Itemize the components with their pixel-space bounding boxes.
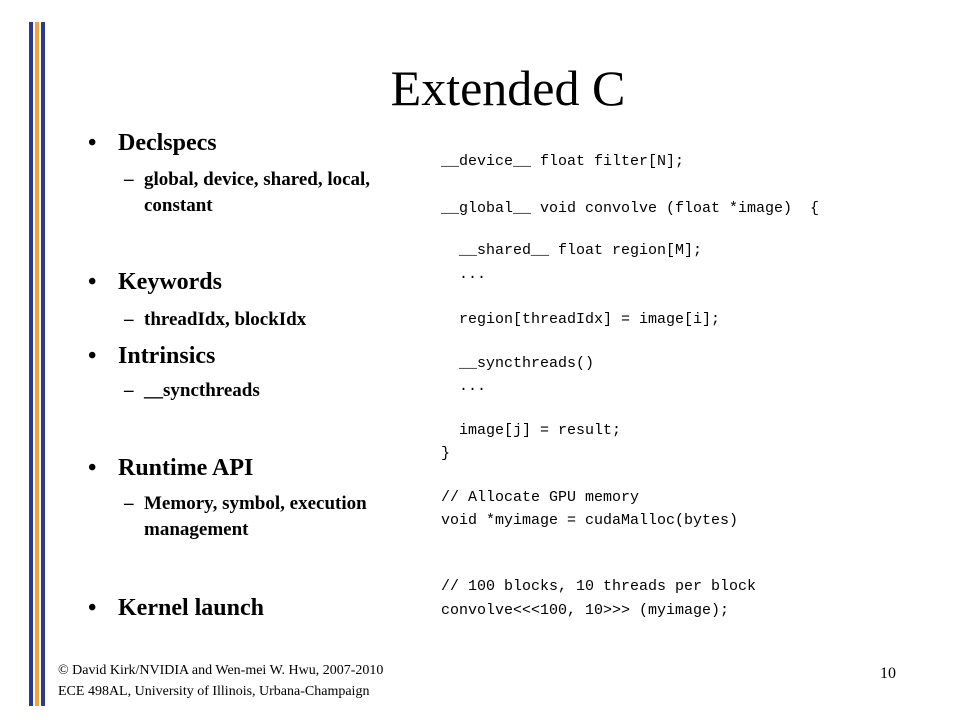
footer-line-1: © David Kirk/NVIDIA and Wen-mei W. Hwu, …	[58, 663, 384, 678]
code-line: ...	[441, 266, 487, 283]
footer-line-2: ECE 498AL, University of Illinois, Urban…	[58, 684, 370, 699]
slide-title: Extended C	[390, 60, 626, 116]
left-accent-bar-blue-2	[41, 22, 45, 706]
code-line: __syncthreads()	[441, 355, 595, 372]
code-line: }	[441, 445, 451, 462]
bullet-intrinsics: •Intrinsics	[88, 343, 216, 369]
code-line: __device__ float filter[N];	[441, 153, 685, 170]
code-line: region[threadIdx] = image[i];	[441, 311, 721, 328]
bullet-keywords: •Keywords	[88, 269, 222, 295]
left-accent-bar-orange	[35, 22, 39, 706]
sub-bullet-intrinsics: –__syncthreads	[124, 380, 260, 401]
bullet-runtime-api: •Runtime API	[88, 455, 254, 481]
sub-bullet-runtime-api: –Memory, symbol, execution management	[124, 493, 367, 540]
code-line: image[j] = result;	[441, 422, 622, 439]
footer-credits: © David Kirk/NVIDIA and Wen-mei W. Hwu, …	[58, 660, 383, 702]
page-number: 10	[880, 665, 896, 682]
code-line: __global__ void convolve (float *image) …	[441, 200, 820, 217]
code-line: __shared__ float region[M];	[441, 242, 703, 259]
code-block: __device__ float filter[N]; __global__ v…	[441, 0, 819, 619]
code-line: ...	[441, 378, 487, 395]
bullet-declspecs: •Declspecs	[88, 130, 217, 156]
code-line: void *myimage = cudaMalloc(bytes)	[441, 512, 739, 529]
sub-bullet-declspecs: –global, device, shared, local, constant	[124, 169, 371, 216]
code-line: // Allocate GPU memory	[441, 489, 640, 506]
sub-bullet-keywords: –threadIdx, blockIdx	[124, 309, 307, 330]
code-line: // 100 blocks, 10 threads per block	[441, 578, 757, 595]
left-accent-bar-blue	[29, 22, 33, 706]
bullet-kernel-launch: •Kernel launch	[88, 595, 265, 621]
code-line: convolve<<<100, 10>>> (myimage);	[441, 602, 730, 619]
